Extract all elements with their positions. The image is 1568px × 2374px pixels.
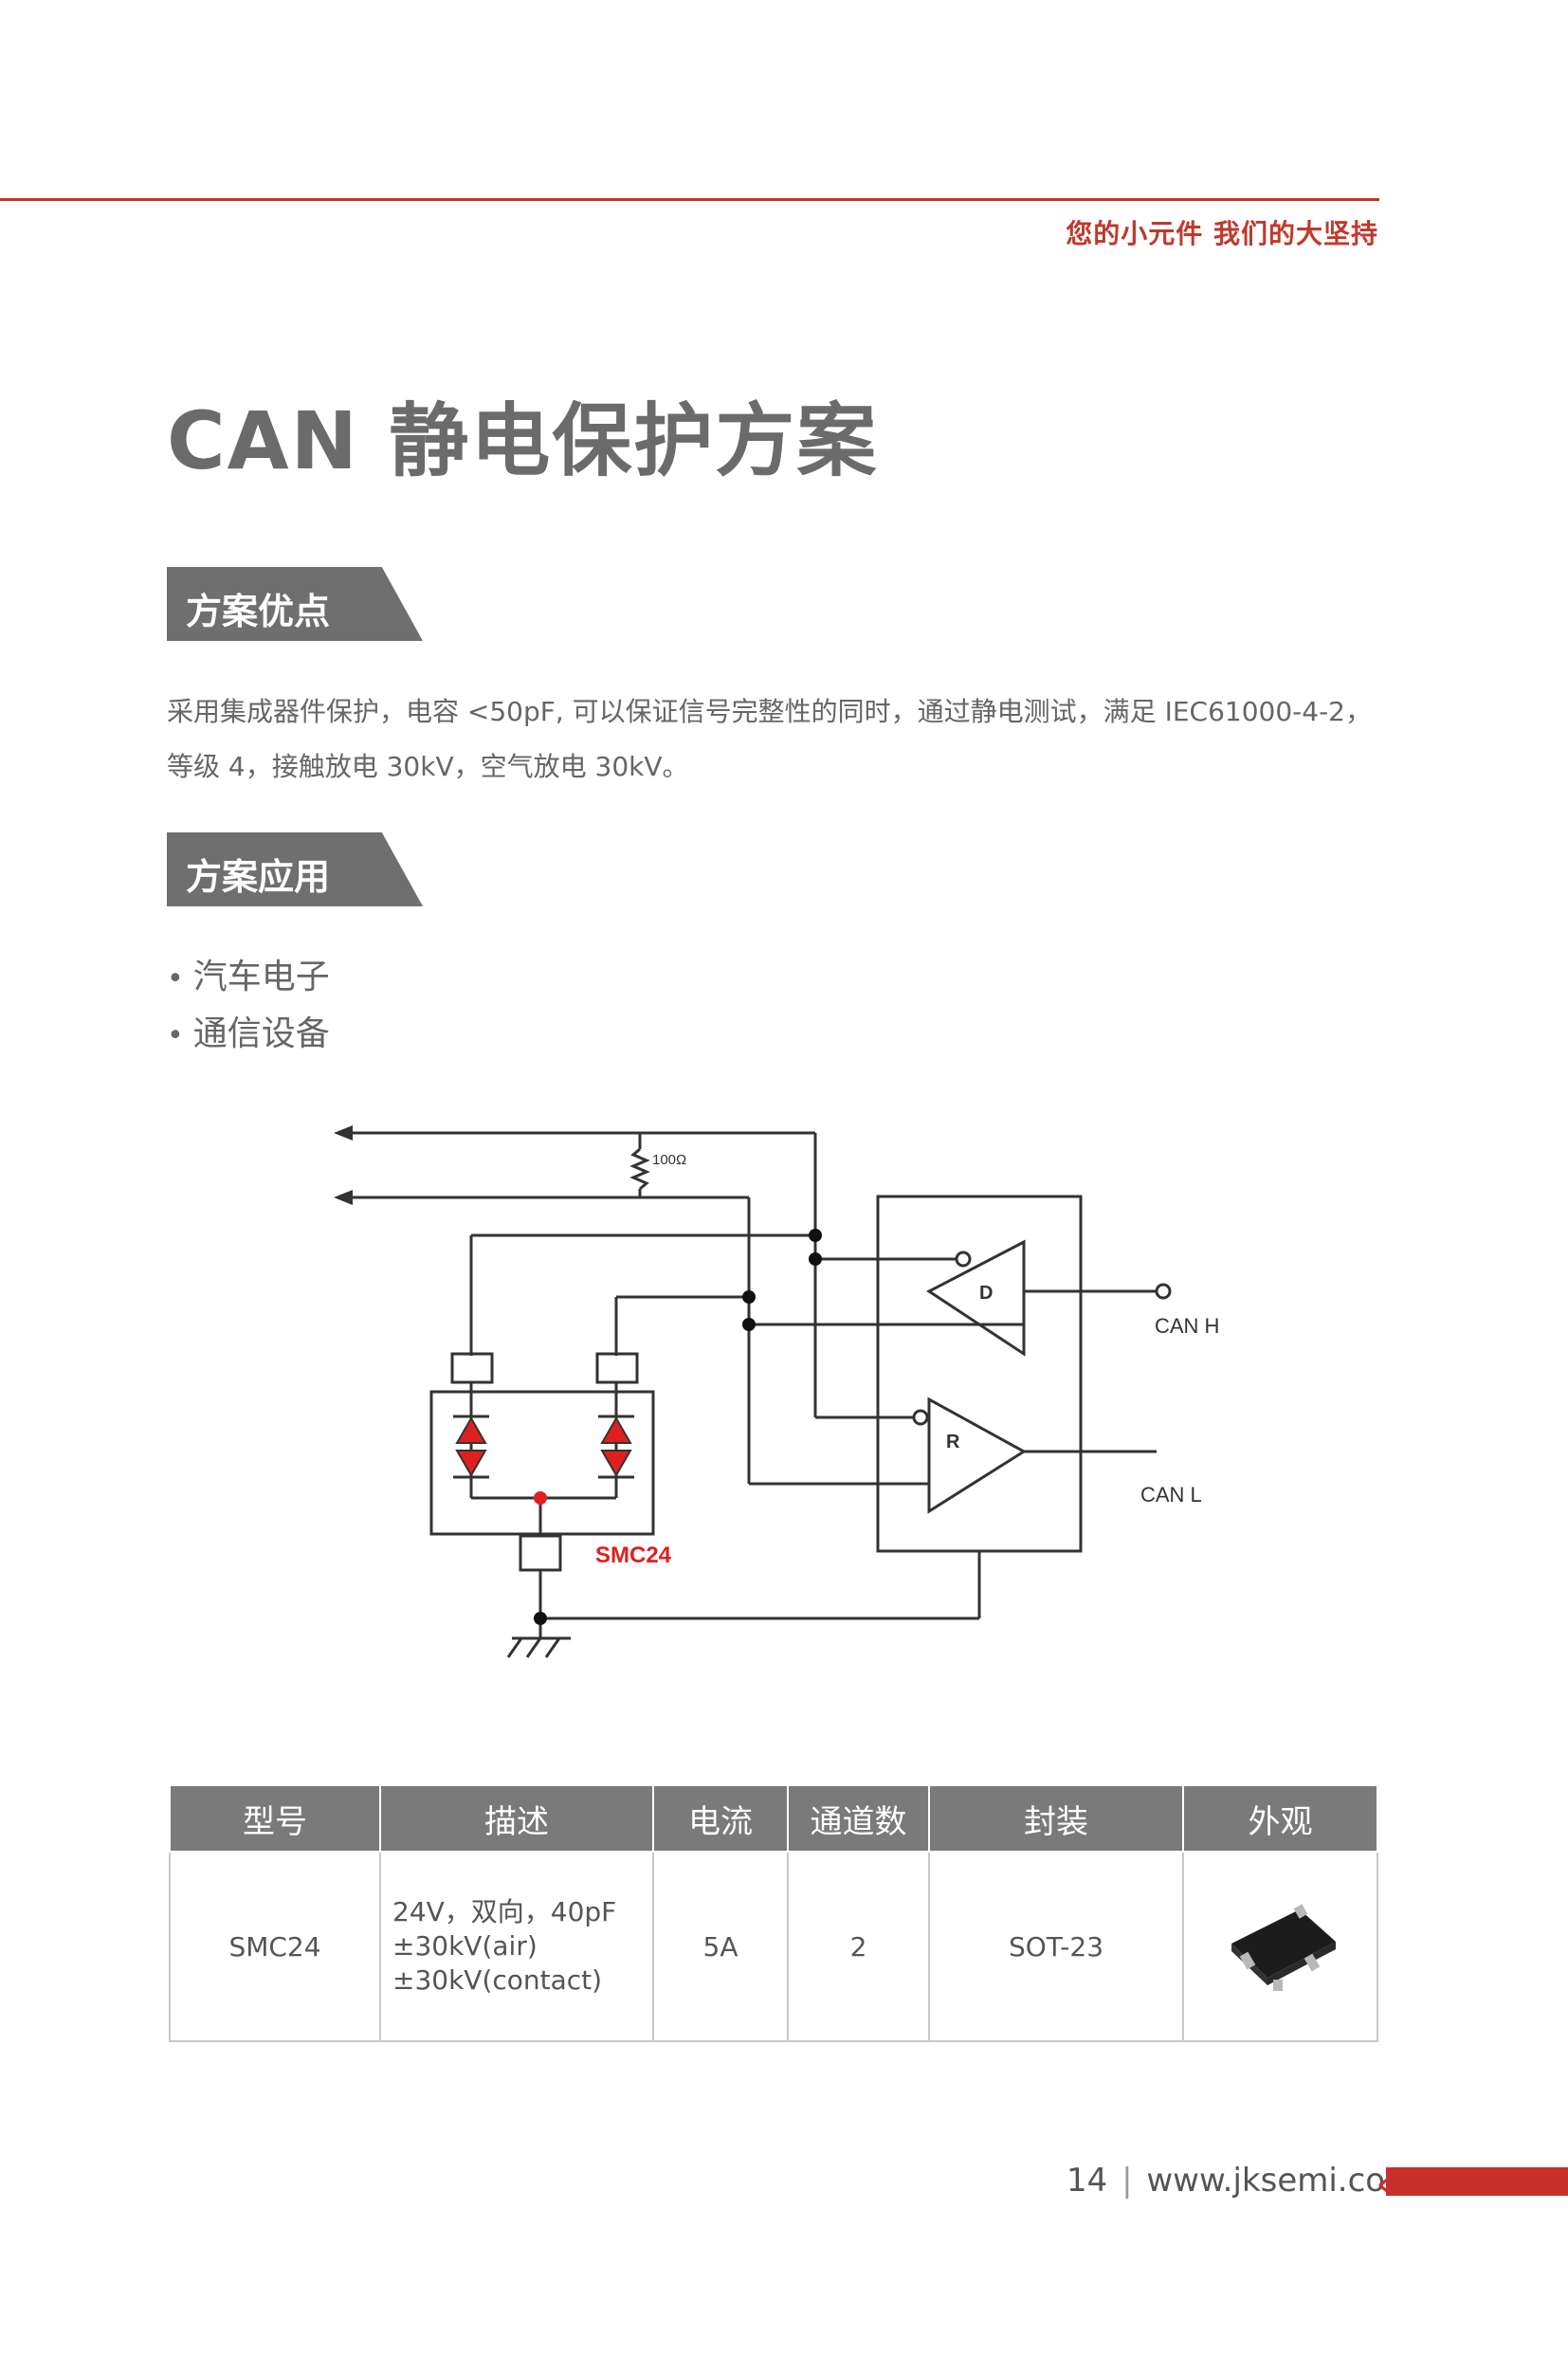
section-title: 方案应用 xyxy=(186,856,331,898)
resistor-label: 100Ω xyxy=(652,1152,686,1168)
cell-channels: 2 xyxy=(787,1851,930,2042)
cell-description: 24V，双向，40pF ±30kV(air) ±30kV(contact) xyxy=(379,1851,654,2042)
cell-appearance xyxy=(1182,1851,1378,2042)
cell-package: SOT-23 xyxy=(928,1851,1184,2042)
sot23-package-image xyxy=(1231,1903,1336,1991)
column-header: 通道数 xyxy=(787,1784,930,1853)
page-title: CAN 静电保护方案 xyxy=(167,394,879,487)
header-slogan: 您的小元件 我们的大坚持 xyxy=(1066,218,1378,249)
column-header: 封装 xyxy=(928,1784,1184,1853)
spec-table: 型号 描述 电流 通道数 封装 外观 SMC24 24V，双向，40pF ±30… xyxy=(169,1784,1378,2042)
column-header: 外观 xyxy=(1182,1784,1378,1853)
can-protection-circuit-diagram: 100Ω D R CAN H CAN L SMC24 xyxy=(334,1125,1219,1658)
website-link[interactable]: www.jksemi.com xyxy=(1146,2162,1417,2200)
driver-label: D xyxy=(979,1283,993,1304)
header-rule xyxy=(0,198,1379,201)
advantages-paragraph: 采用集成器件保护，电容 <50pF, 可以保证信号完整性的同时，通过静电测试，满… xyxy=(167,685,1399,794)
section-tag-applications: 方案应用 xyxy=(167,832,423,906)
device-label: SMC24 xyxy=(595,1543,672,1568)
can-l-label: CAN L xyxy=(1140,1483,1202,1507)
paragraph-line: 等级 4，接触放电 30kV，空气放电 30kV。 xyxy=(167,751,689,782)
can-h-label: CAN H xyxy=(1155,1314,1219,1338)
cell-current: 5A xyxy=(652,1851,789,2042)
column-header: 电流 xyxy=(652,1784,789,1853)
table-header-row: 型号 描述 电流 通道数 封装 外观 xyxy=(169,1784,1378,1853)
column-header: 型号 xyxy=(169,1784,381,1853)
cell-model: SMC24 xyxy=(169,1851,381,2042)
paragraph-line: 采用集成器件保护，电容 <50pF, 可以保证信号完整性的同时，通过静电测试，满… xyxy=(167,696,1372,727)
page-number: 14 xyxy=(1067,2162,1108,2200)
column-header: 描述 xyxy=(379,1784,654,1853)
page-footer: 14 | www.jksemi.com xyxy=(1067,2162,1417,2200)
footer-bar xyxy=(1386,2167,1568,2196)
section-tag-advantages: 方案优点 xyxy=(167,567,423,641)
list-item: 通信设备 xyxy=(167,1007,330,1064)
section-title: 方案优点 xyxy=(186,591,331,632)
table-row: SMC24 24V，双向，40pF ±30kV(air) ±30kV(conta… xyxy=(169,1851,1378,2042)
list-item: 汽车电子 xyxy=(167,950,330,1007)
receiver-label: R xyxy=(946,1432,960,1452)
applications-list: 汽车电子 通信设备 xyxy=(167,950,330,1064)
